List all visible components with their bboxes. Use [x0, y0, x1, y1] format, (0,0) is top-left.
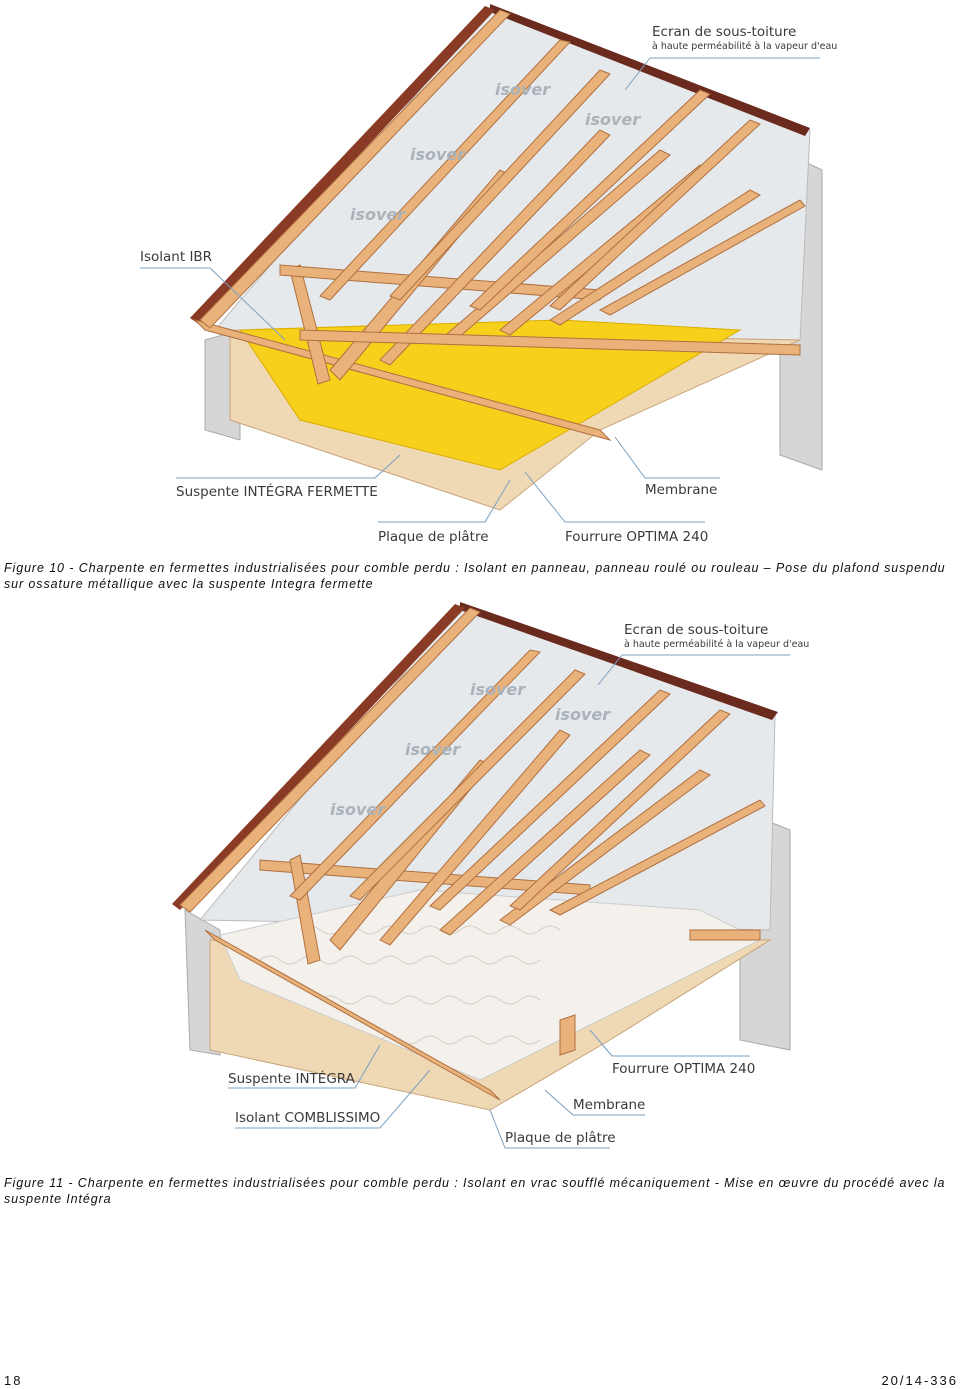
label-membrane: Membrane [573, 1097, 646, 1113]
svg-text:isover: isover [410, 145, 466, 164]
label-suspente: Suspente INTÉGRA [228, 1071, 355, 1087]
label-isolant: Isolant IBR [140, 249, 213, 265]
page-number: 18 [4, 1373, 23, 1388]
svg-text:isover: isover [350, 205, 406, 224]
label-fourrure: Fourrure OPTIMA 240 [612, 1061, 756, 1077]
label-suspente: Suspente INTÉGRA FERMETTE [176, 484, 378, 500]
svg-text:isover: isover [405, 740, 461, 759]
figure-10: isover isover isover isover Ecran de sou… [0, 0, 960, 550]
figure-11-illustration: isover isover isover isover [172, 602, 791, 1149]
svg-text:isover: isover [585, 110, 641, 129]
label-isolant: Isolant COMBLISSIMO [235, 1110, 381, 1126]
svg-text:isover: isover [330, 800, 386, 819]
document-reference: 20/14-336 [881, 1373, 958, 1388]
figure-11: isover isover isover isover Ecran de sou… [0, 600, 960, 1155]
label-plaque-platre: Plaque de plâtre [505, 1130, 616, 1146]
label-plaque-platre: Plaque de plâtre [378, 529, 489, 545]
figure-11-caption: Figure 11 - Charpente en fermettes indus… [4, 1176, 946, 1206]
figure-10-illustration: isover isover isover isover [140, 4, 823, 523]
label-fourrure: Fourrure OPTIMA 240 [565, 529, 709, 545]
brand-mark: isover [495, 80, 551, 99]
figure-10-caption: Figure 10 - Charpente en fermettes indus… [4, 561, 946, 591]
svg-text:isover: isover [470, 680, 526, 699]
label-membrane: Membrane [645, 482, 718, 498]
svg-text:isover: isover [555, 705, 611, 724]
